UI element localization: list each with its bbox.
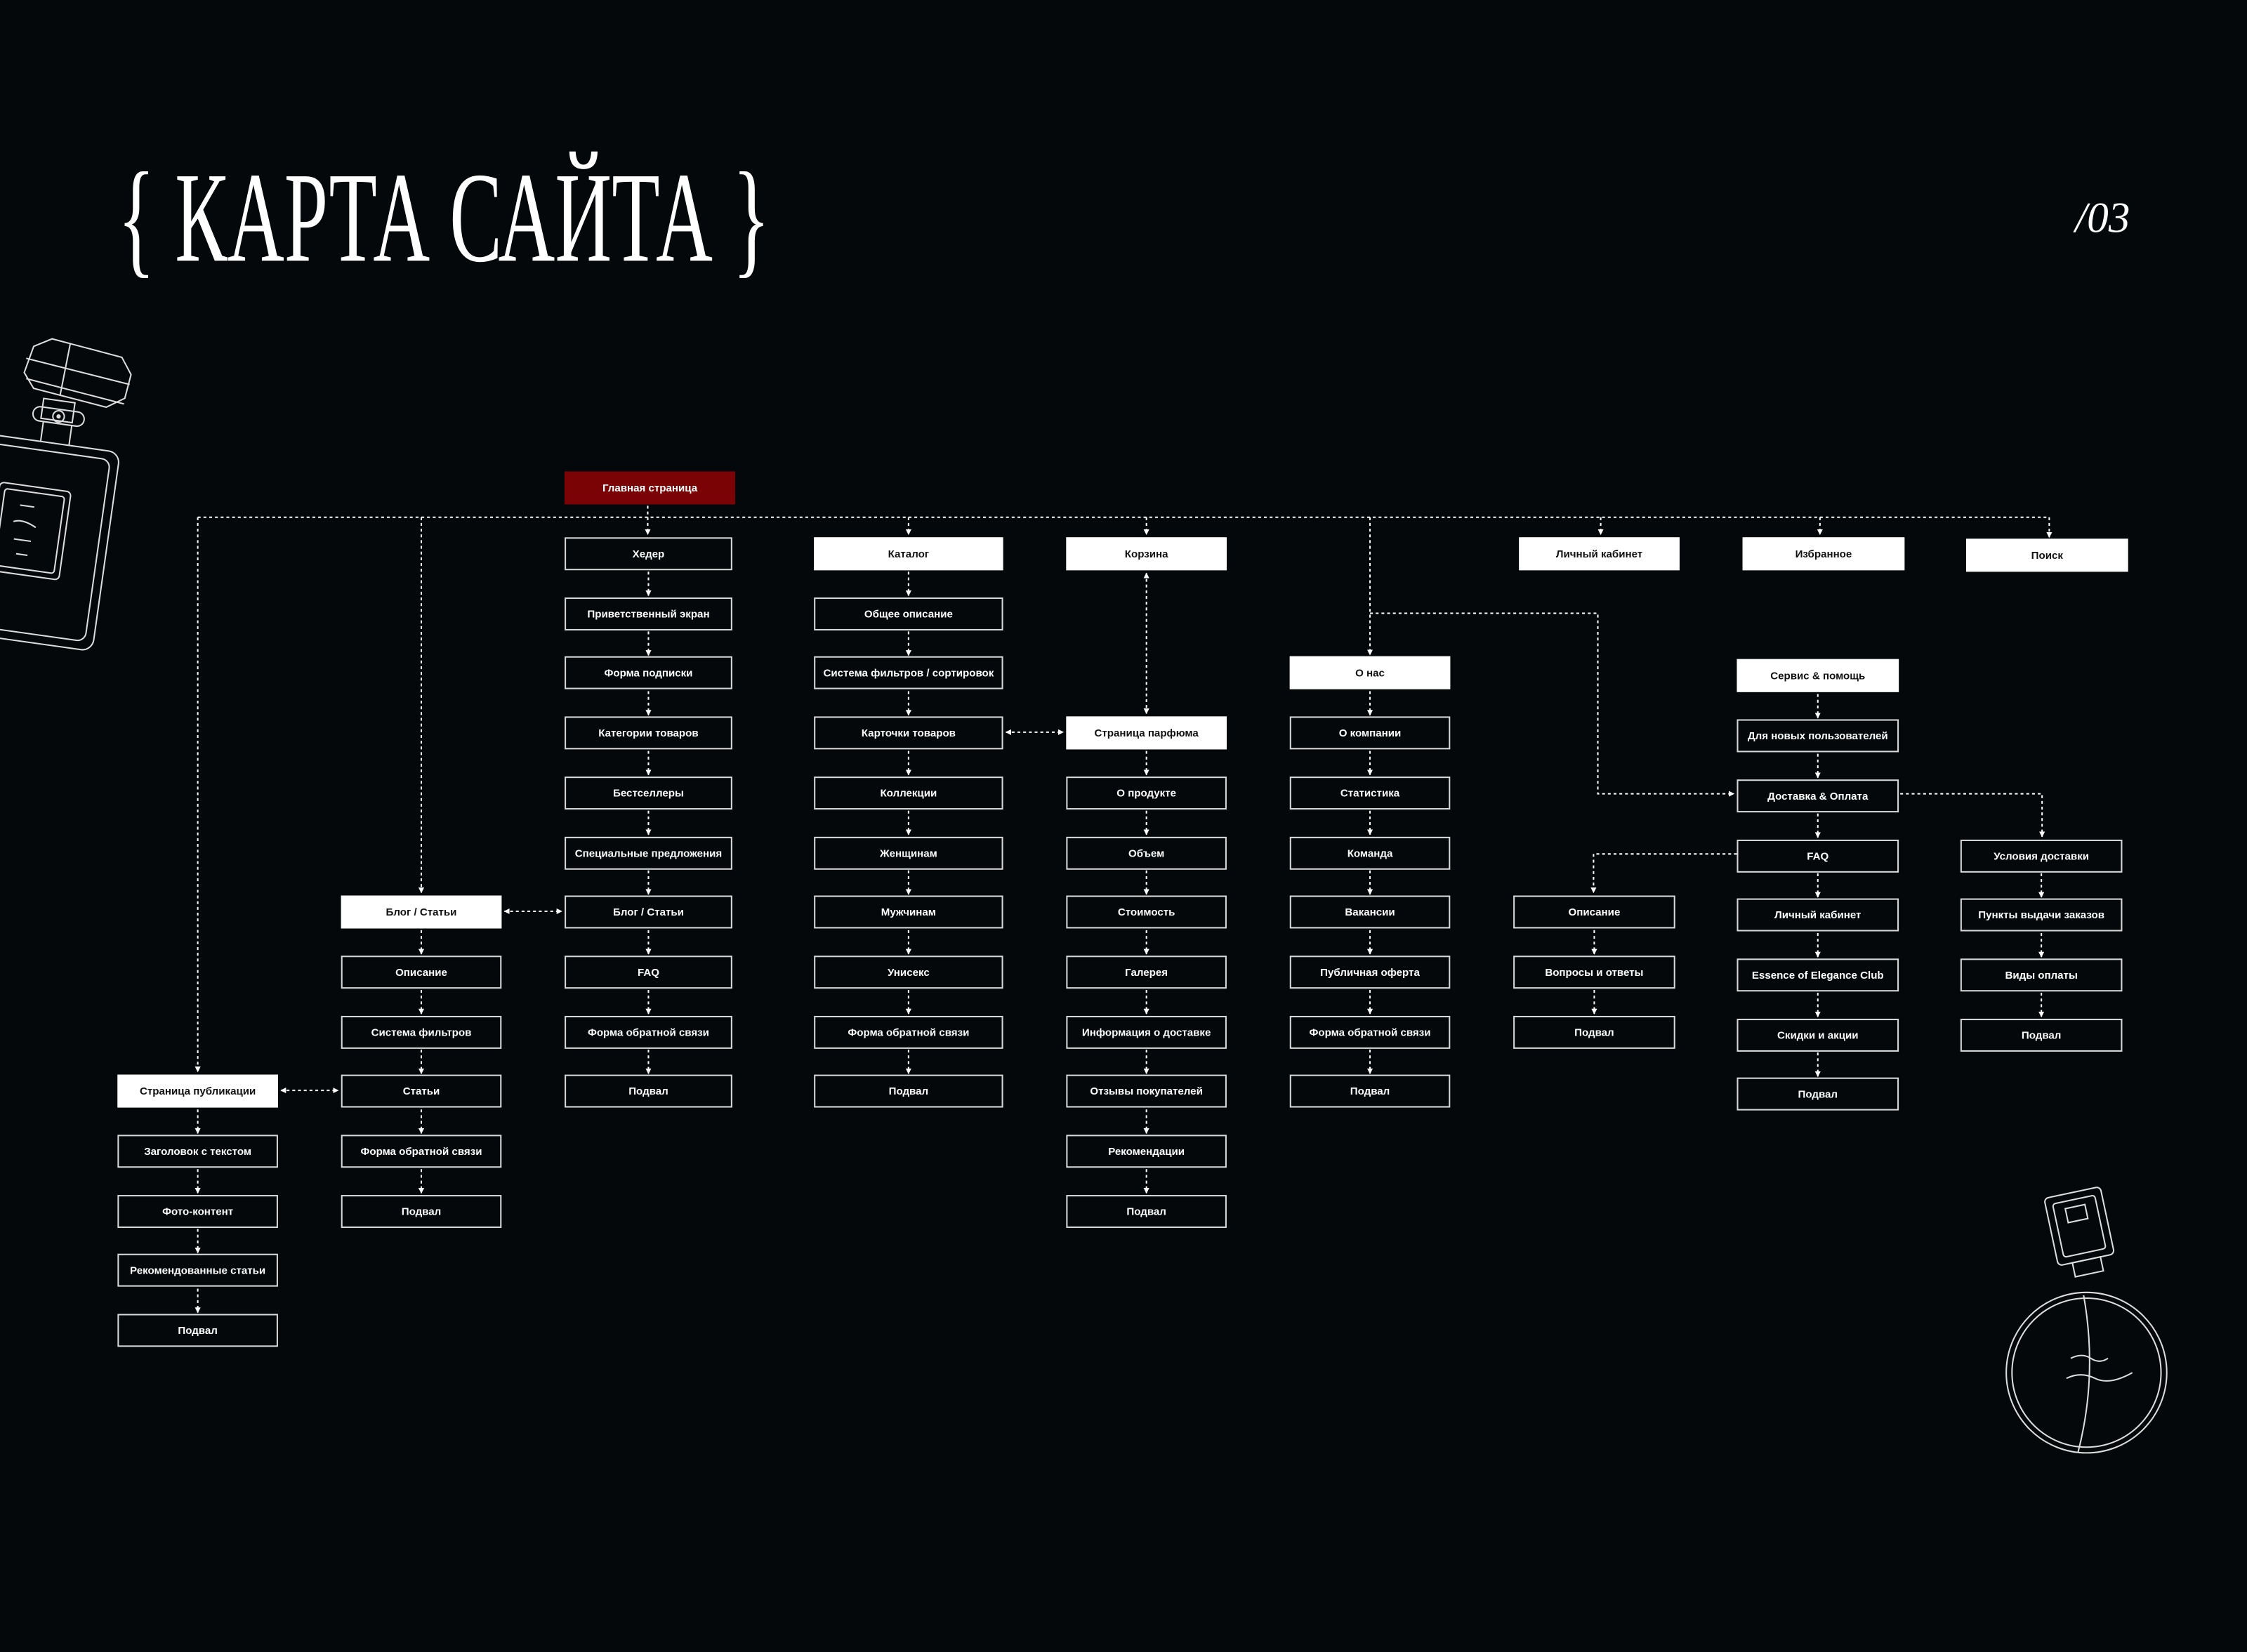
node-0-4[interactable]: Подвал [117,1314,278,1347]
perfume-bottle-illustration-right [2005,1187,2168,1454]
node-9-4[interactable]: Личный кабинет [1737,898,1899,932]
node-9-0[interactable]: Сервис & помощь [1737,659,1899,693]
title-brace-open: { [117,147,156,290]
page-number: /03 [2075,194,2130,242]
node-1-3[interactable]: Статьи [341,1075,502,1109]
node-10-0[interactable]: Описание [1513,895,1675,929]
node-11-0[interactable]: Условия доставки [1960,838,2123,872]
node-3-9[interactable]: Подвал [814,1075,1003,1109]
node-0-3[interactable]: Рекомендованные статьи [117,1254,278,1288]
node-5-4[interactable]: Вакансии [1289,895,1451,929]
node-1-2[interactable]: Система фильтров [341,1015,502,1049]
node-4-3[interactable]: Объем [1066,835,1227,869]
node-3-2[interactable]: Система фильтров / сортировок [814,656,1003,690]
node-6-0[interactable]: Личный кабинет [1519,537,1680,571]
node-4-9[interactable]: Подвал [1066,1194,1227,1228]
node-11-3[interactable]: Подвал [1960,1018,2123,1052]
node-0-0[interactable]: Страница публикации [117,1075,278,1109]
node-5-2[interactable]: Статистика [1289,776,1451,810]
node-9-1[interactable]: Для новых пользователей [1737,719,1899,753]
node-3-0[interactable]: Каталог [814,537,1003,571]
node-5-1[interactable]: О компании [1289,716,1451,750]
faq-to-description-arrow [1590,853,1737,894]
node-3-5[interactable]: Женщинам [814,835,1003,869]
node-5-7[interactable]: Подвал [1289,1075,1451,1109]
node-4-1[interactable]: Страница парфюма [1066,716,1227,750]
node-5-0[interactable]: О нас [1289,656,1451,690]
node-3-7[interactable]: Унисекс [814,956,1003,989]
node-4-0[interactable]: Корзина [1066,537,1227,571]
node-2-3[interactable]: Категории товаров [565,716,732,750]
node-11-1[interactable]: Пункты выдачи заказов [1960,898,2123,932]
node-3-8[interactable]: Форма обратной связи [814,1015,1003,1049]
node-9-3[interactable]: FAQ [1737,838,1899,872]
node-9-7[interactable]: Подвал [1737,1078,1899,1111]
node-3-6[interactable]: Мужчинам [814,895,1003,929]
delivery-to-conditions-arrow [1900,793,2045,838]
node-8-0[interactable]: Поиск [1966,538,2128,572]
node-1-4[interactable]: Форма обратной связи [341,1135,502,1168]
node-11-2[interactable]: Виды оплаты [1960,958,2123,992]
node-main-page[interactable]: Главная страница [565,471,735,505]
node-4-2[interactable]: О продукте [1066,776,1227,810]
node-0-2[interactable]: Фото-контент [117,1194,278,1228]
node-4-5[interactable]: Галерея [1066,956,1227,989]
node-2-4[interactable]: Бестселлеры [565,776,732,810]
node-10-2[interactable]: Подвал [1513,1015,1675,1049]
node-1-0[interactable]: Блог / Статьи [341,895,502,929]
node-2-1[interactable]: Приветственный экран [565,597,732,630]
node-3-3[interactable]: Карточки товаров [814,716,1003,750]
node-1-1[interactable]: Описание [341,956,502,989]
node-2-7[interactable]: FAQ [565,956,732,989]
node-2-8[interactable]: Форма обратной связи [565,1015,732,1049]
node-9-5[interactable]: Essence of Elegance Club [1737,958,1899,992]
about-to-delivery-arrow [1370,612,1735,797]
node-2-2[interactable]: Форма подписки [565,656,732,690]
node-4-6[interactable]: Информация о доставке [1066,1015,1227,1049]
node-9-2[interactable]: Доставка & Оплата [1737,779,1899,812]
node-2-5[interactable]: Специальные предложения [565,835,732,869]
node-0-1[interactable]: Заголовок с текстом [117,1135,278,1168]
node-3-1[interactable]: Общее описание [814,597,1003,630]
node-4-4[interactable]: Стоимость [1066,895,1227,929]
title-brace-close: } [732,147,770,290]
node-10-1[interactable]: Вопросы и ответы [1513,956,1675,989]
node-2-6[interactable]: Блог / Статьи [565,895,732,929]
perfume-bottle-illustration-left [0,338,132,651]
node-1-5[interactable]: Подвал [341,1194,502,1228]
node-2-0[interactable]: Хедер [565,537,732,571]
node-2-9[interactable]: Подвал [565,1075,732,1109]
node-5-5[interactable]: Публичная оферта [1289,956,1451,989]
node-3-4[interactable]: Коллекции [814,776,1003,810]
title-text: КАРТА САЙТА [175,147,713,290]
node-7-0[interactable]: Избранное [1742,537,1905,571]
node-4-7[interactable]: Отзывы покупателей [1066,1075,1227,1109]
page-title: { КАРТА САЙТА } [117,154,770,284]
node-5-3[interactable]: Команда [1289,835,1451,869]
node-5-6[interactable]: Форма обратной связи [1289,1015,1451,1049]
node-4-8[interactable]: Рекомендации [1066,1135,1227,1168]
node-9-6[interactable]: Скидки и акции [1737,1018,1899,1052]
